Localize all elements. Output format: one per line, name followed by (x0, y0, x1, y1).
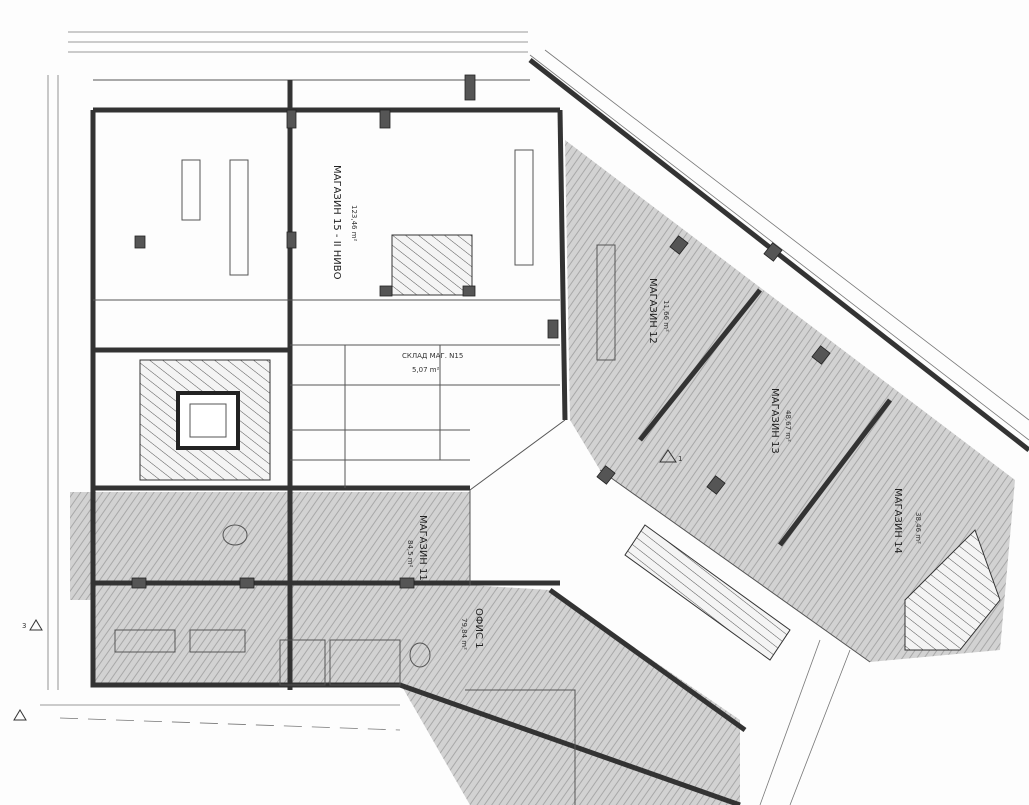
office1-name: ОФИС 1 (473, 608, 484, 648)
office1-area: 79,84 m² (460, 618, 468, 650)
shop11-area: 84,5 m² (406, 540, 414, 568)
shop15-area: 123,46 m² (350, 205, 358, 242)
staircase-center (391, 234, 473, 296)
shop14-area: 38,46 m² (914, 512, 922, 544)
staircase-right (624, 524, 791, 661)
storage-name: СКЛАД МАГ. N15 (402, 352, 463, 360)
shop13-name: МАГАЗИН 13 (769, 388, 780, 454)
shops-12-14-floor (565, 140, 1015, 662)
shop14-name: МАГАЗИН 14 (892, 488, 903, 554)
level-marker (13, 709, 27, 721)
shop13-area: 48,67 m² (784, 410, 792, 442)
fixtures (114, 149, 616, 668)
dimension-lines (40, 31, 1029, 805)
shop12-area: 11,66 m² (662, 300, 670, 332)
shop12-name: МАГАЗИН 12 (647, 278, 658, 344)
walls (90, 58, 1029, 805)
svg-text:3: 3 (22, 622, 26, 630)
axis-marker-3: 3 (22, 619, 43, 631)
columns (131, 74, 831, 589)
office1-floor (400, 590, 740, 805)
storage-area: 5,07 m² (412, 366, 440, 374)
shop11-name: МАГАЗИН 11 (417, 515, 428, 581)
axis-marker-1: 1 (659, 449, 682, 463)
shop15-name: МАГАЗИН 15 - II НИВО (331, 165, 342, 280)
elevator-core (176, 391, 240, 450)
staircase-corner (904, 529, 1001, 651)
svg-text:1: 1 (678, 455, 682, 463)
